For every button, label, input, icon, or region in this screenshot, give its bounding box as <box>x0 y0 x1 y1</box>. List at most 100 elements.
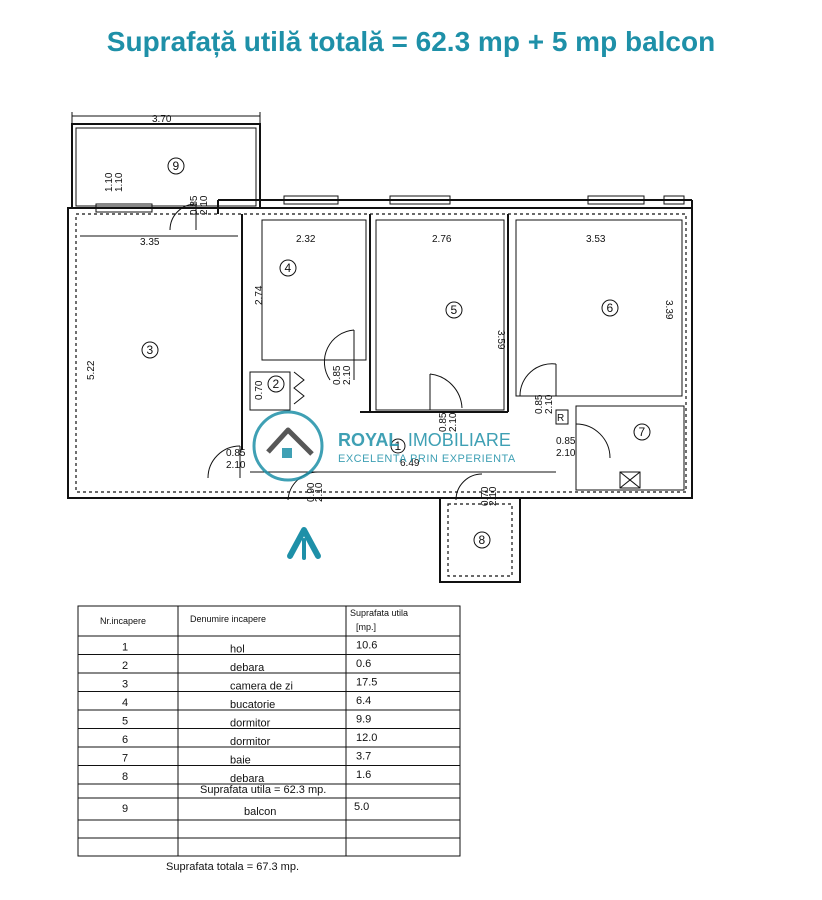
table-cell-name: dormitor <box>230 736 271 748</box>
table-row: 2 debara 0.6 <box>78 658 460 674</box>
room-marker-8 <box>473 531 491 549</box>
room-marker-1 <box>390 438 406 454</box>
arrow-up-icon <box>287 527 321 560</box>
table-cell-area: 9.9 <box>356 714 371 726</box>
page-title: Suprafață utilă totală = 62.3 mp + 5 mp … <box>106 26 716 57</box>
table-total: Suprafata totala = 67.3 mp. <box>166 861 299 873</box>
table-cell-nr: 8 <box>122 771 128 783</box>
table-cell-nr: 2 <box>122 660 128 672</box>
table-cell-name: camera de zi <box>230 681 293 693</box>
table-subtotal: Suprafata utila = 62.3 mp. <box>200 784 326 796</box>
table-balcony-nr: 9 <box>122 803 128 815</box>
table-cell-name: dormitor <box>230 718 271 730</box>
table-balcony-name: balcon <box>244 806 276 818</box>
dim-entry-h: 2.10 <box>314 482 325 502</box>
table-cell-area: 0.6 <box>356 658 371 670</box>
room-number-2: 2 <box>273 377 280 391</box>
room-number-5: 5 <box>451 303 458 317</box>
logo-name-rest: IMOBILIARE <box>408 430 511 450</box>
dim-balcony-door-w: 0.85 <box>189 195 200 215</box>
table-cell-nr: 4 <box>122 697 128 709</box>
room-number-4: 4 <box>285 261 292 275</box>
dim-door-room-5-w: 0.85 <box>438 412 449 432</box>
dim-door-room-8-h: 2.10 <box>488 486 499 506</box>
house-icon <box>252 410 324 482</box>
balcony: 3.70 1.10 1.10 9 <box>71 112 261 209</box>
logo-name-bold: ROYAL <box>338 430 399 450</box>
table-cell-area: 17.5 <box>356 677 377 689</box>
room-marker-9 <box>167 157 185 175</box>
dim-balcony-depth-1: 1.10 <box>104 172 115 192</box>
room-number-3: 3 <box>147 343 154 357</box>
dim-room-5-height: 3.59 <box>495 330 506 350</box>
dim-door-room-4-h: 2.10 <box>342 365 353 385</box>
table-cell-nr: 5 <box>122 716 128 728</box>
dim-room-5-width: 2.76 <box>432 234 452 245</box>
table-cell-name: baie <box>230 755 251 767</box>
table-row: 4 bucatorie 6.4 <box>78 695 460 711</box>
dim-balcony-width: 3.70 <box>152 114 172 125</box>
table-cell-name: bucatorie <box>230 699 275 711</box>
room-4: 2.32 2.74 4 <box>254 214 371 412</box>
dim-room-6-width: 3.53 <box>586 234 606 245</box>
logo-watermark: ROYAL IMOBILIARE EXCELENTA PRIN EXPERIEN… <box>252 410 516 482</box>
table-header-area: Suprafata utila <box>350 608 408 618</box>
table-header-nr: Nr.incapere <box>100 616 146 626</box>
dim-room-6-height: 3.39 <box>663 300 674 320</box>
area-table: Nr.incapere Denumire incapere Suprafata … <box>77 605 461 873</box>
room-marker-5 <box>445 301 463 319</box>
room-2: 0.70 2 <box>249 371 305 411</box>
table-header-unit: [mp.] <box>356 622 376 632</box>
table-cell-name: debara <box>230 773 265 785</box>
dim-door-room-8-w: 0.70 <box>480 486 491 506</box>
table-cell-area: 1.6 <box>356 769 371 781</box>
dim-room-4-width: 2.32 <box>296 234 316 245</box>
room-6: 3.53 3.39 6 <box>515 219 683 397</box>
dim-room-3-height: 5.22 <box>86 360 97 380</box>
dim-door-room-5-h: 2.10 <box>448 412 459 432</box>
dim-door-room-7-w: 0.85 <box>556 436 576 447</box>
dim-door-room-3-w: 0.85 <box>226 448 246 459</box>
logo-tagline: EXCELENTA PRIN EXPERIENTA <box>338 453 516 465</box>
door-room-5: 0.85 2.10 <box>429 373 463 432</box>
door-room-4: 0.85 2.10 <box>323 329 355 385</box>
table-cell-name: hol <box>230 644 245 656</box>
table-row: 8 debara 1.6 <box>78 769 460 785</box>
dim-door-room-3-h: 2.10 <box>226 460 246 471</box>
table-cell-area: 6.4 <box>356 695 371 707</box>
room-marker-4 <box>279 259 297 277</box>
room-3: 3.35 5.22 3 <box>80 214 243 450</box>
door-room-3: 0.85 2.10 <box>207 445 246 479</box>
dim-door-room-6-w: 0.85 <box>534 394 545 414</box>
room-marker-7 <box>633 423 651 441</box>
room-number-6: 6 <box>607 301 614 315</box>
dim-balcony-door-h: 2.10 <box>199 195 210 215</box>
room-8: 0.70 2.10 8 <box>439 473 521 583</box>
dim-balcony-depth-2: 1.10 <box>114 172 125 192</box>
table-cell-area: 10.6 <box>356 640 377 652</box>
room-7-mark: R <box>557 413 564 424</box>
table-balcony-area: 5.0 <box>354 801 369 813</box>
dim-door-room-4-w: 0.85 <box>332 365 343 385</box>
table-cell-name: debara <box>230 662 265 674</box>
dim-room-2-width: 0.70 <box>254 380 265 400</box>
outer-walls <box>67 195 693 499</box>
room-5: 2.76 3.59 5 <box>360 214 509 413</box>
svg-text:ROYAL IMOBILIARE: ROYAL IMOBILIARE <box>338 430 511 450</box>
dim-hall-length: 6.49 <box>400 458 420 469</box>
door-room-7: 0.85 2.10 <box>556 423 611 459</box>
room-number-7: 7 <box>639 425 646 439</box>
dim-door-room-7-h: 2.10 <box>556 448 576 459</box>
room-1: 6.49 1 <box>250 438 556 473</box>
table-cell-area: 12.0 <box>356 732 377 744</box>
room-number-9: 9 <box>173 159 180 173</box>
room-marker-3 <box>141 341 159 359</box>
table-header-name: Denumire incapere <box>190 614 266 624</box>
room-marker-6 <box>601 299 619 317</box>
table-row: 5 dormitor 9.9 <box>78 714 460 730</box>
